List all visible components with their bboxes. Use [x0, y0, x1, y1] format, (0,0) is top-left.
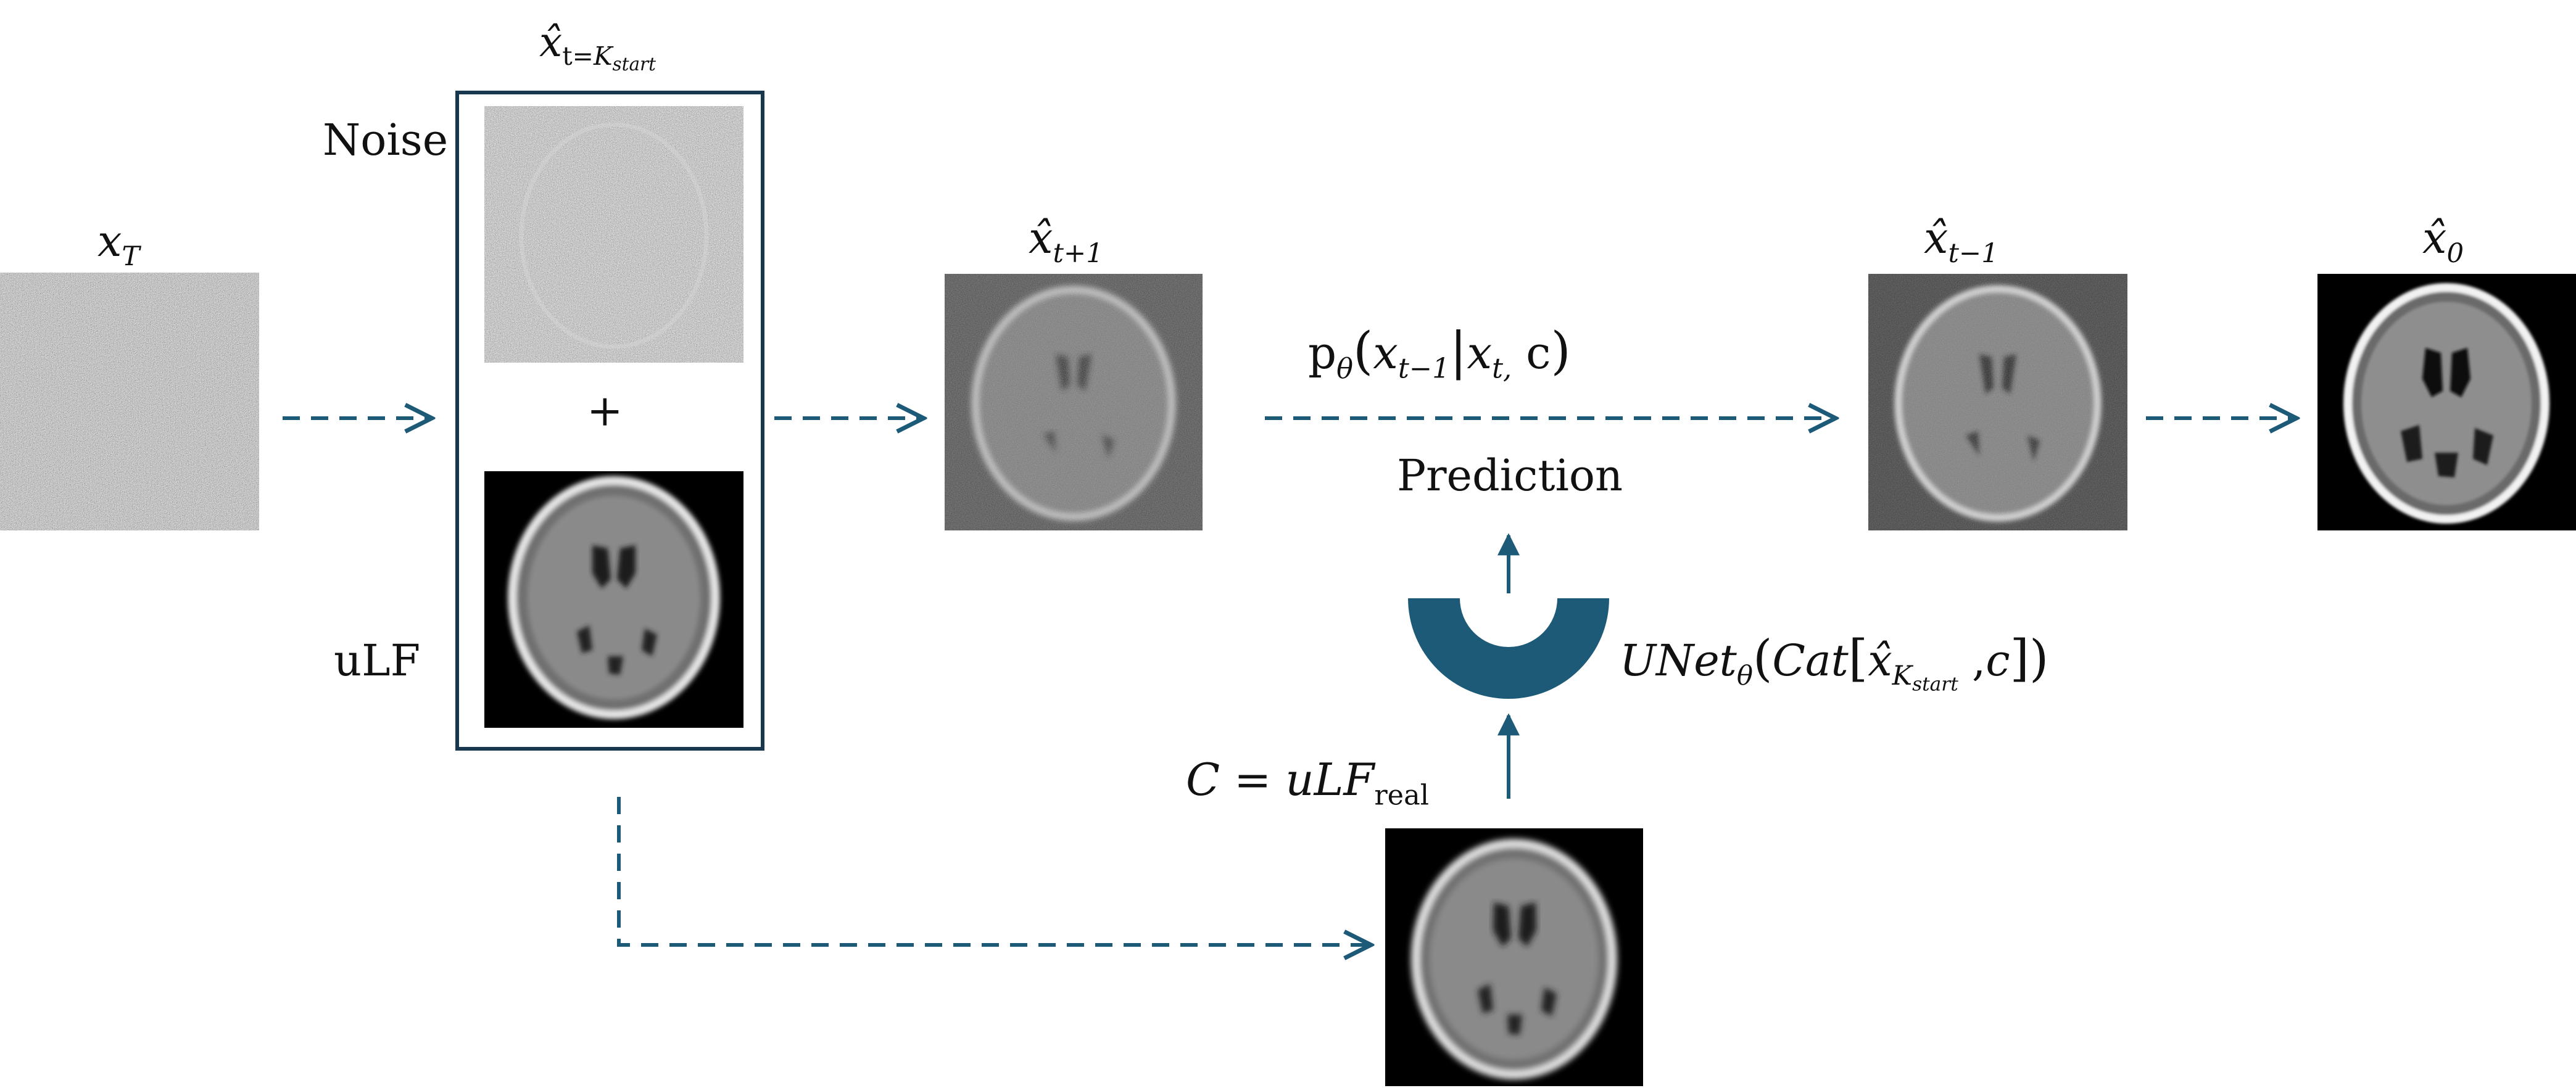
condition-label: C = uLFreal [1186, 754, 1429, 812]
unet-icon [1408, 598, 1609, 699]
x-T-noise-image [0, 273, 259, 530]
ulf-image [484, 471, 743, 728]
prediction-label: Prediction [1397, 450, 1623, 501]
x-hat-0-image [2317, 274, 2576, 530]
unet-label: UNetθ(Cat[x̂Kstart ,c]) [1620, 629, 2049, 696]
arrow-box-to-ulf-real [617, 797, 1371, 945]
plus-sign: + [587, 385, 623, 436]
ulf-label: uLF [334, 635, 421, 686]
x-hat-0-label: x̂0 [2422, 213, 2464, 270]
noise-label: Noise [323, 115, 449, 165]
input-box [455, 91, 764, 751]
x-hat-t-plus-1-label: x̂t+1 [1029, 213, 1103, 270]
x-hat-t-minus-1-label: x̂t−1 [1924, 213, 1998, 270]
x-hat-t-minus-1-image [1868, 274, 2127, 530]
p-theta-label: pθ(xt−1|xt, c) [1308, 321, 1571, 385]
x-hat-t-plus-1-image [945, 274, 1203, 530]
x-hat-t-kstart-label: x̂t=Kstart [539, 19, 656, 75]
ulf-real-image [1385, 828, 1643, 1086]
x-T-label: xT [97, 216, 140, 273]
noise-image [484, 106, 743, 363]
